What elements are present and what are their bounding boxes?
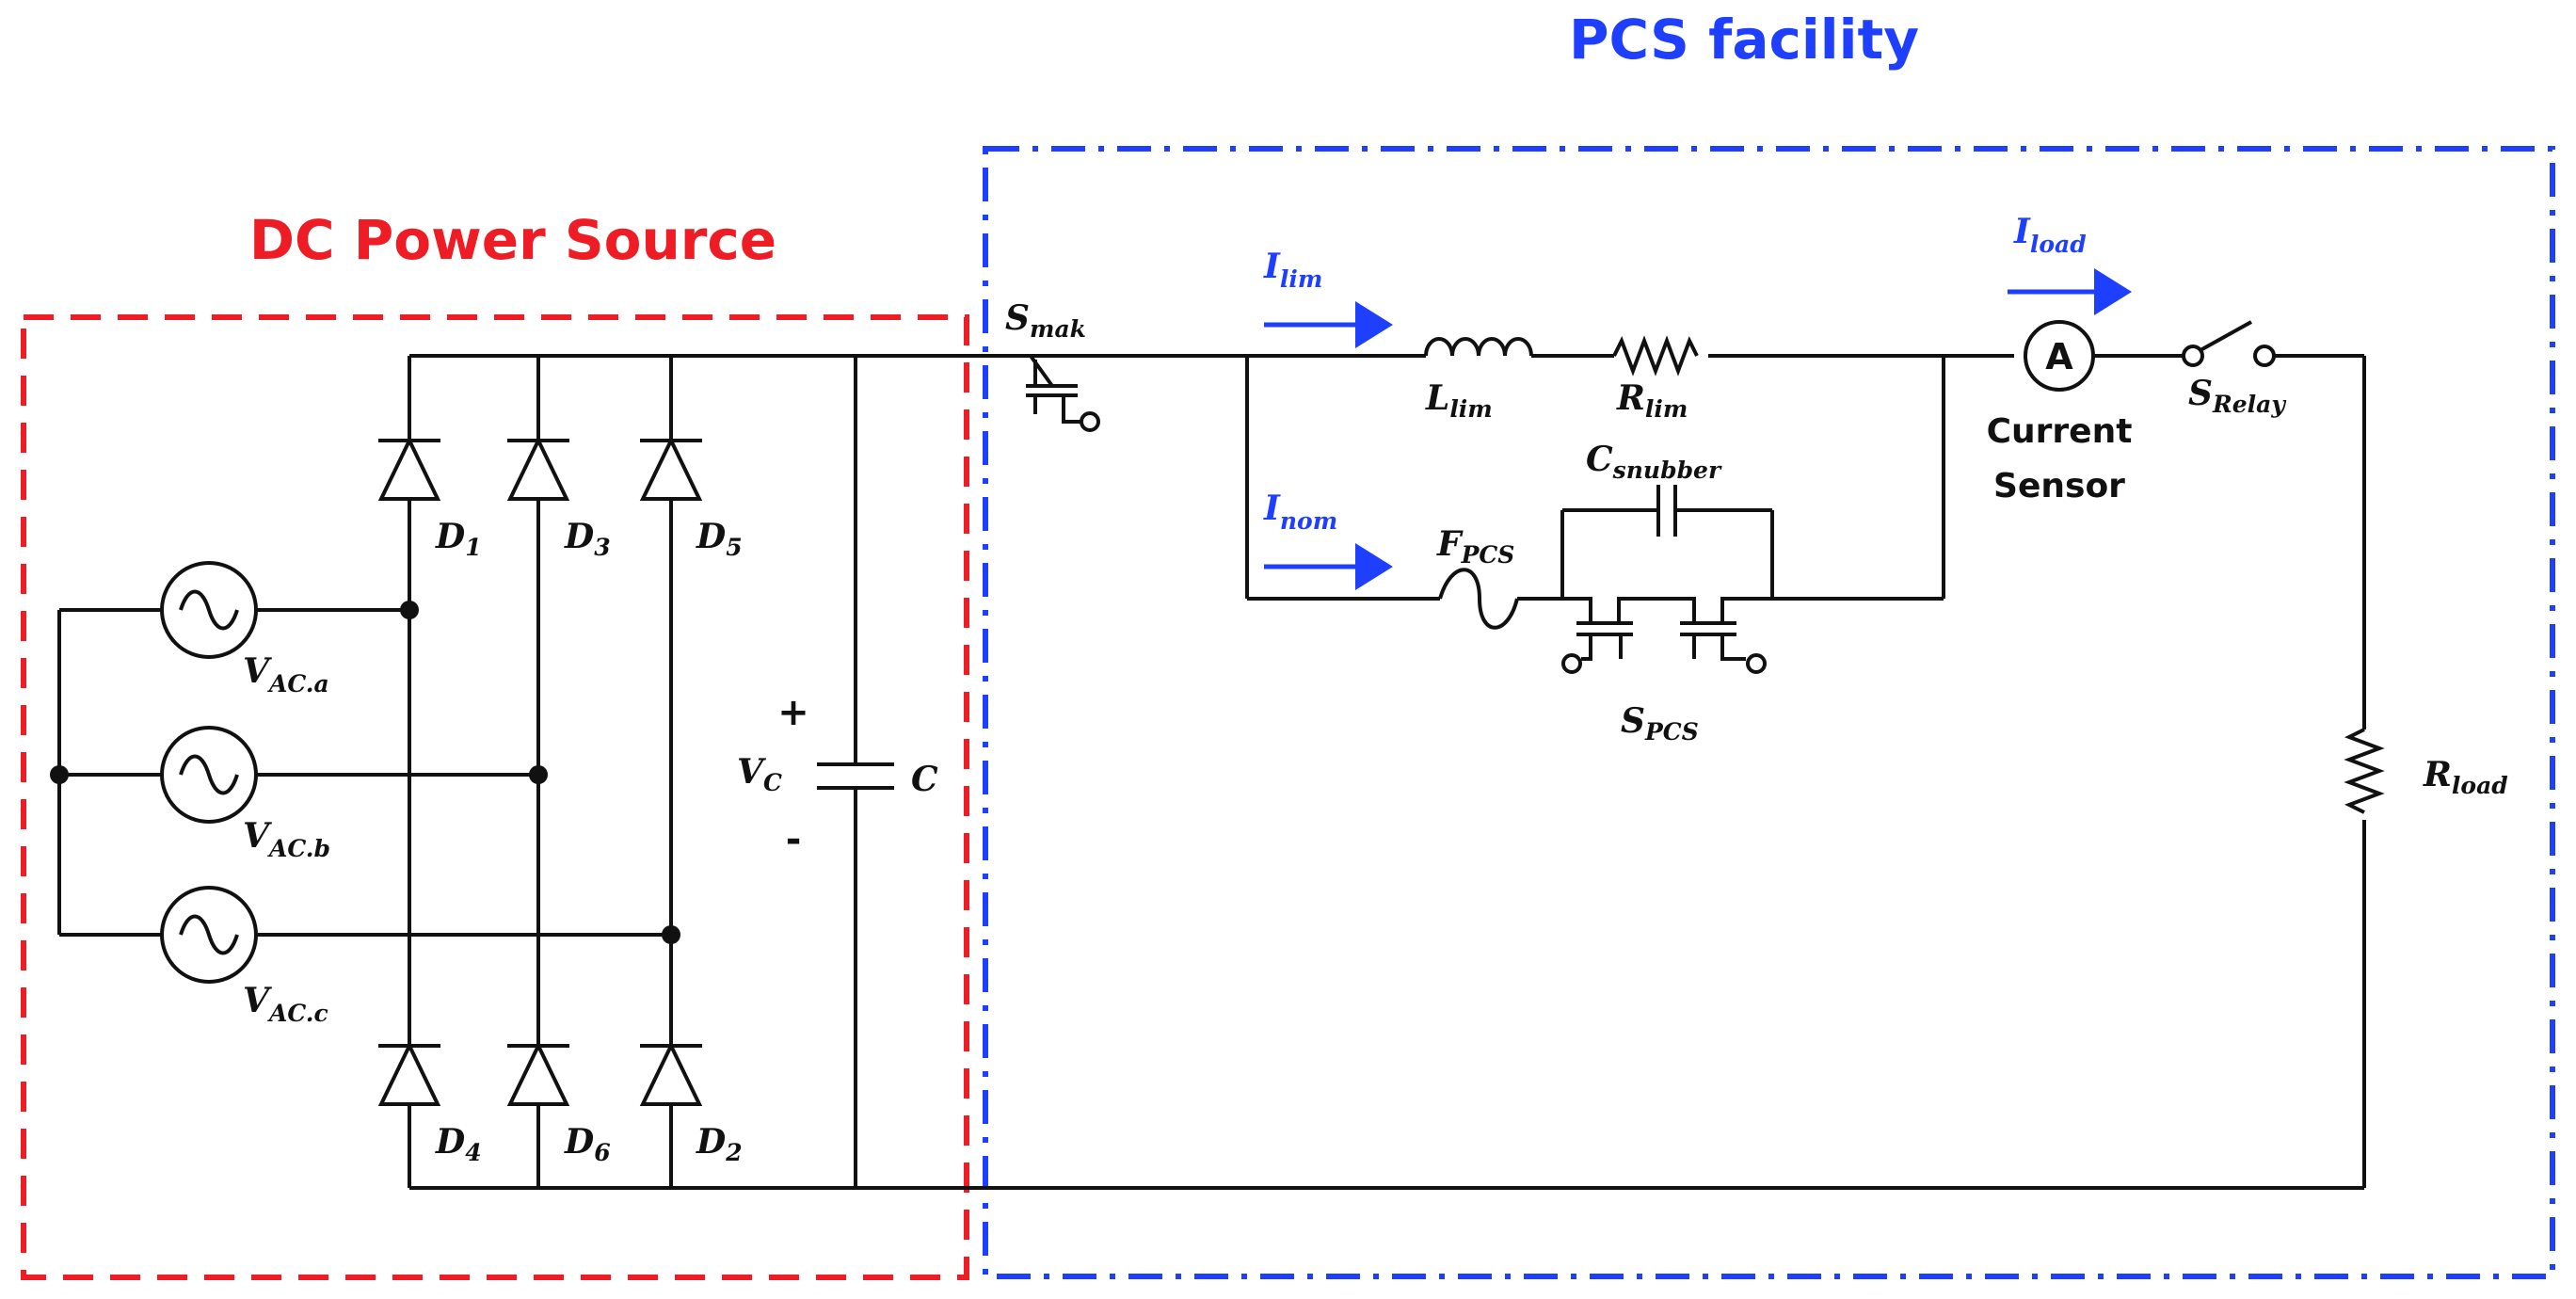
capacitor-label: C	[911, 760, 938, 799]
current-inom: Inom	[1263, 489, 1393, 590]
rlim-label: Rlim	[1616, 378, 1688, 423]
current-ilim: Ilim	[1263, 247, 1393, 348]
dc-link-capacitor: C VC + -	[737, 356, 938, 1188]
inductor-llim-icon	[1424, 337, 1533, 357]
resistor-rload-icon	[2344, 728, 2385, 814]
dc-power-source-box	[21, 314, 969, 1280]
svg-text:A: A	[2045, 336, 2073, 377]
resistor-rlim-icon	[1612, 335, 1699, 377]
capacitor-icon	[817, 762, 894, 790]
current-sensor-label-line2: Sensor	[1993, 467, 2125, 505]
ammeter-icon: A	[2024, 320, 2095, 392]
llim-label: Llim	[1425, 378, 1493, 423]
diode-d4-label: D4	[435, 1122, 482, 1166]
pcs-facility-box	[983, 146, 2555, 1279]
smak-label: Smak	[1005, 298, 1086, 343]
fuse-fpcs-icon	[1438, 568, 1519, 630]
capacitor-voltage-label: VC	[737, 752, 782, 796]
pcs-facility-title: PCS facility	[1569, 8, 1919, 72]
diode-d3-label: D3	[564, 517, 611, 561]
source-c-label: VAC.c	[243, 981, 328, 1027]
source-a-label: VAC.a	[243, 651, 329, 698]
iload-label: Iload	[2013, 212, 2087, 258]
capacitor-plus-sign: +	[777, 691, 809, 734]
diode-d5-icon	[639, 436, 703, 501]
srelay-label: SRelay	[2188, 374, 2286, 418]
diode-d1-label: D1	[435, 517, 482, 561]
dc-power-source-title: DC Power Source	[249, 208, 776, 272]
snubber-capacitor-icon	[1656, 485, 1677, 537]
diode-d3-icon	[506, 436, 570, 501]
rload-label: Rload	[2423, 755, 2508, 799]
diode-d4-icon	[377, 1041, 441, 1106]
inom-label: Inom	[1263, 489, 1337, 535]
current-iload: Iload	[2008, 212, 2132, 315]
smak-switch-icon	[988, 354, 1100, 432]
diode-d6-icon	[506, 1041, 570, 1106]
diode-bridge: D1 D3 D5 D4 D6 D2	[377, 354, 2364, 1190]
diode-d6-label: D6	[564, 1122, 611, 1166]
ac-source-a-icon	[160, 561, 258, 659]
ac-source-b-icon	[160, 726, 258, 824]
diode-d2-label: D2	[696, 1122, 743, 1166]
ac-source-c-icon	[160, 886, 258, 984]
mosfet-spcs-left-icon	[1561, 597, 1656, 674]
diode-d1-icon	[377, 436, 441, 501]
diode-d2-icon	[639, 1041, 703, 1106]
ac-sources: VAC.a VAC.b VAC.c	[50, 561, 680, 1027]
ilim-label: Ilim	[1263, 247, 1322, 293]
spcs-label: SPCS	[1621, 701, 1699, 746]
csnubber-label: Csnubber	[1586, 440, 1722, 484]
fpcs-label: FPCS	[1436, 524, 1514, 569]
mosfet-spcs-right-icon	[1656, 597, 1772, 674]
diode-d5-label: D5	[696, 517, 743, 561]
relay-switch-icon	[2182, 320, 2276, 367]
source-b-label: VAC.b	[243, 816, 330, 862]
current-sensor-label-line1: Current	[1987, 412, 2133, 451]
capacitor-minus-sign: -	[786, 818, 802, 861]
